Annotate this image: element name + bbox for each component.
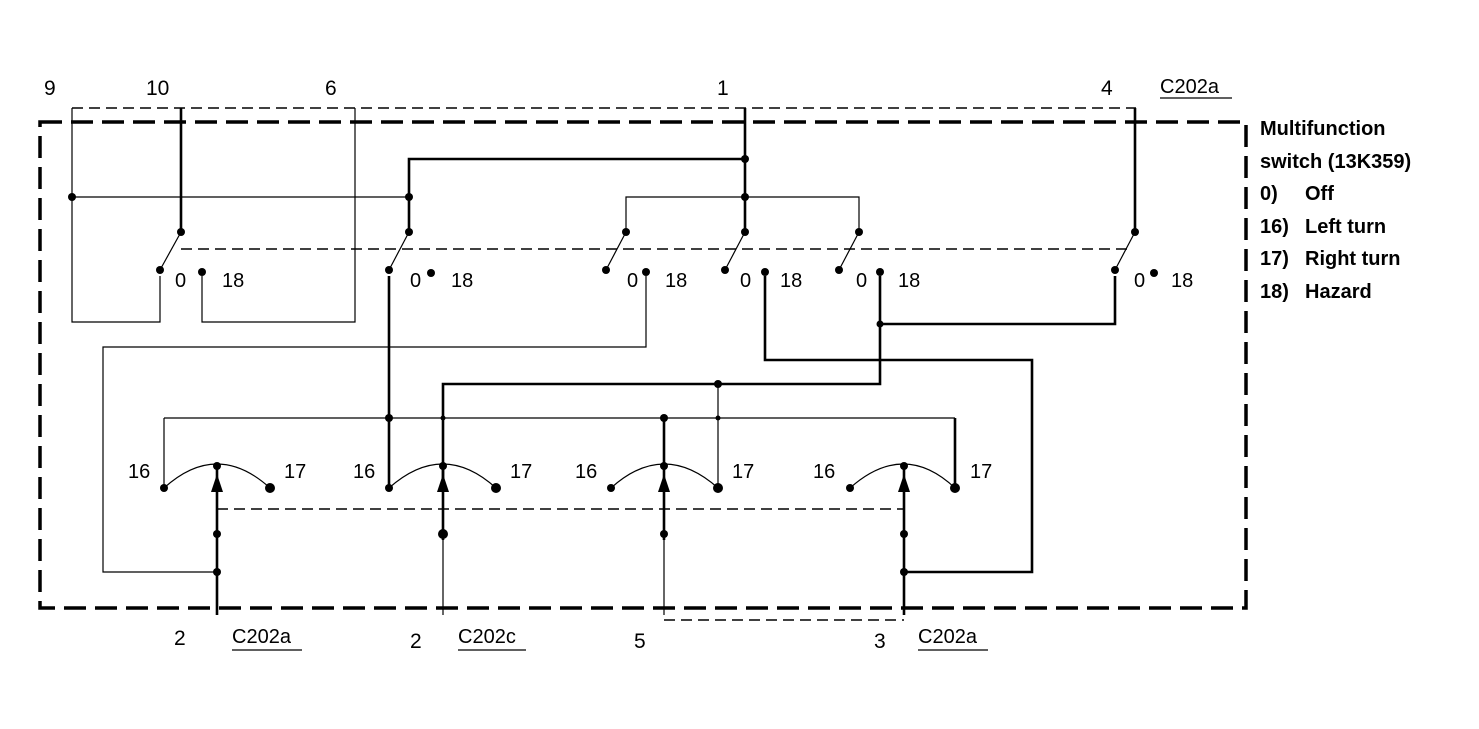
turn-arrow-3 [658,474,670,492]
wire-pin6 [201,108,356,323]
turn3-pos-17: 17 [732,461,754,483]
wire-sw5-sw6 [441,276,882,488]
pin-1-label: 1 [717,77,729,100]
turn4-pos-17: 17 [970,461,992,483]
sw6-pos-0: 0 [1134,270,1145,292]
turn-arrow-2 [437,474,449,492]
bottom-connector-1: C202a [232,626,292,648]
sw4-pos-18: 18 [780,270,802,292]
bottom-pin-1: 2 [174,627,186,650]
pin-9-label: 9 [44,77,56,100]
legend-title: Multifunction [1260,118,1386,140]
hazard-blade-5 [838,231,860,271]
bottom-connector-2: C202c [458,626,516,648]
turn4-pos-16: 16 [813,461,835,483]
sw3-pos-0: 0 [627,270,638,292]
wire-sw4-18 [763,276,1034,574]
bottom-pin-4: 3 [874,630,886,653]
top-connector-label: C202a [1160,76,1220,98]
pin-6-label: 6 [325,77,337,100]
turn3-pos-16: 16 [575,461,597,483]
wire-pin1-branch [407,157,745,229]
wire-sw3-18 [102,276,647,573]
bottom-pin-3: 5 [634,630,646,653]
legend-code-16: 16) [1260,216,1289,238]
wire-pin9 [71,108,161,323]
pin-10-label: 10 [146,77,169,100]
hazard-blade-1 [159,231,182,271]
hazard-blade-6 [1114,231,1136,271]
sw1-pos-0: 0 [175,270,186,292]
turn-arrow-4 [898,474,910,492]
sw4-pos-0: 0 [740,270,751,292]
sw6-pos-18: 18 [1171,270,1193,292]
legend-label-18: Hazard [1305,281,1372,303]
turn2-pos-16: 16 [353,461,375,483]
legend-code-0: 0) [1260,183,1278,205]
wire-pin1-bus [625,196,860,229]
wire-sw6-off [880,276,1117,326]
hazard-blade-4 [724,231,746,271]
legend-title-2: switch (13K359) [1260,151,1411,173]
bottom-connector-4: C202a [918,626,978,648]
legend-label-16: Left turn [1305,216,1386,238]
legend-label-17: Right turn [1305,248,1401,270]
bottom-pin-2: 2 [410,630,422,653]
sw2-pos-0: 0 [410,270,421,292]
legend-code-18: 18) [1260,281,1289,303]
hazard-blade-3 [605,231,627,271]
pin-4-label: 4 [1101,77,1113,100]
turn1-pos-17: 17 [284,461,306,483]
legend-code-17: 17) [1260,248,1289,270]
junction-dots [68,155,1158,576]
turn2-pos-17: 17 [510,461,532,483]
sw5-pos-18: 18 [898,270,920,292]
turn-arrow-1 [211,474,223,492]
sw2-pos-18: 18 [451,270,473,292]
switch-boundary [38,120,1248,610]
sw3-pos-18: 18 [665,270,687,292]
turn1-pos-16: 16 [128,461,150,483]
hazard-blade-2 [388,231,410,271]
sw1-pos-18: 18 [222,270,244,292]
legend-label-0: Off [1305,183,1334,205]
sw5-pos-0: 0 [856,270,867,292]
